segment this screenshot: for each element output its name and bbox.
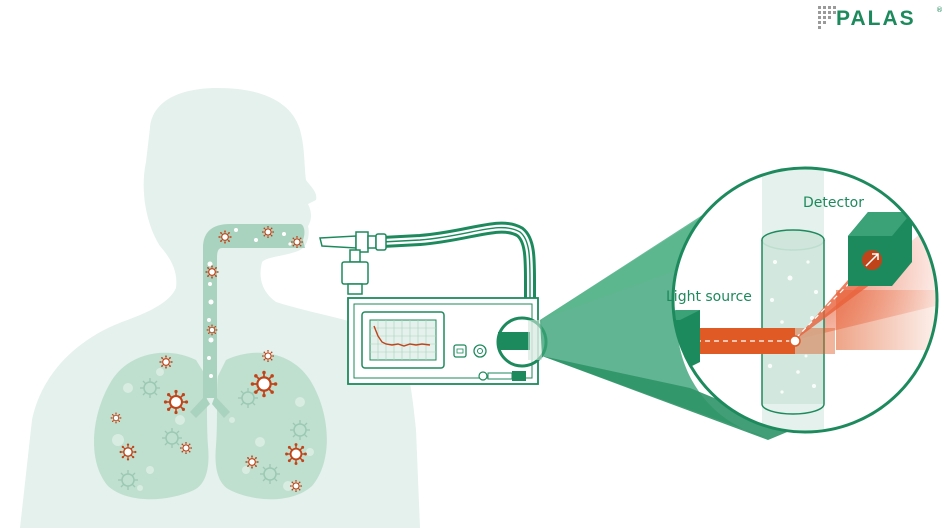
light-beam <box>686 328 795 354</box>
magnifier-circle <box>671 166 939 434</box>
lung-particles-faint <box>112 368 314 491</box>
registered-mark: ® <box>936 6 943 14</box>
light-source-label: Light source <box>666 289 752 305</box>
lungs <box>94 352 327 500</box>
mouthpiece <box>319 231 387 295</box>
palas-logo-icon <box>818 6 836 29</box>
particle-scatter-point <box>789 335 801 347</box>
detector-label: Detector <box>803 195 865 211</box>
palas-logo: PALAS <box>836 7 916 30</box>
projection-cone <box>540 194 768 438</box>
detector-sensor <box>848 212 912 286</box>
flow-cylinder <box>761 229 825 415</box>
magnifier-small <box>496 316 548 368</box>
airway-particles <box>207 228 292 378</box>
breathing-tube <box>376 221 536 324</box>
